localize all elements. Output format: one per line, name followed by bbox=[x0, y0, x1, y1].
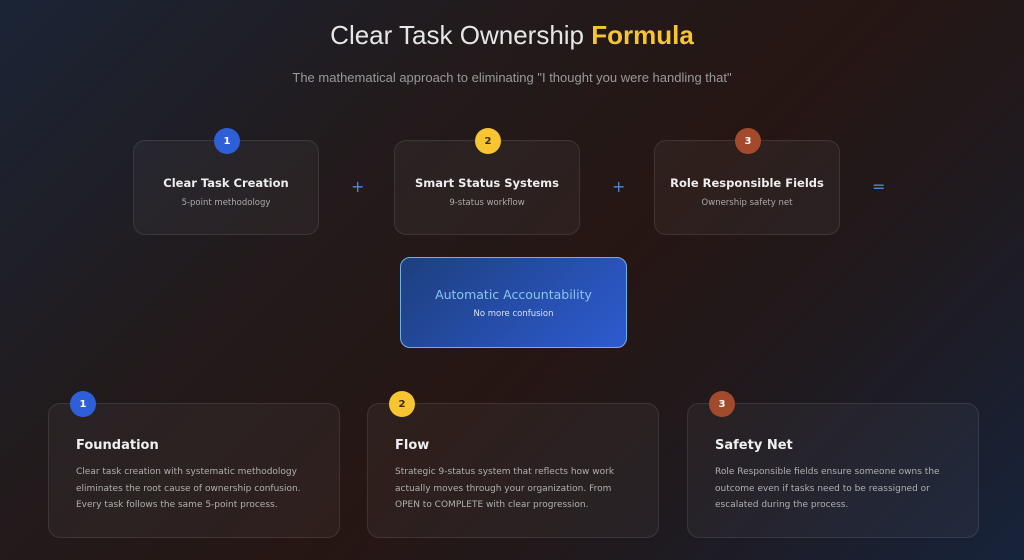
formula-card-role-fields: 3 Role Responsible Fields Ownership safe… bbox=[654, 128, 840, 235]
card-subtitle: 9-status workflow bbox=[449, 198, 525, 208]
equals-operator: = bbox=[872, 177, 886, 196]
title-text: Clear Task Ownership bbox=[330, 20, 585, 50]
detail-card-foundation: 1 Foundation Clear task creation with sy… bbox=[48, 391, 340, 538]
card-title: Smart Status Systems bbox=[414, 176, 560, 190]
page-title: Clear Task Ownership Formula bbox=[0, 20, 1024, 51]
detail-body: Role Responsible fields ensure someone o… bbox=[715, 467, 940, 510]
plus-operator: + bbox=[612, 177, 626, 196]
step-badge: 2 bbox=[389, 391, 415, 417]
detail-card-flow: 2 Flow Strategic 9-status system that re… bbox=[367, 391, 659, 538]
step-badge: 3 bbox=[735, 128, 761, 154]
plus-operator: + bbox=[351, 177, 365, 196]
card-subtitle: 5-point methodology bbox=[181, 198, 271, 208]
detail-body: Strategic 9-status system that reflects … bbox=[395, 467, 615, 510]
detail-title: Safety Net bbox=[715, 438, 793, 453]
result-title: Automatic Accountability bbox=[435, 287, 592, 302]
page-subtitle: The mathematical approach to eliminating… bbox=[292, 70, 732, 85]
detail-title: Flow bbox=[395, 438, 430, 453]
step-badge: 3 bbox=[709, 391, 735, 417]
formula-card-task-creation: 1 Clear Task Creation 5-point methodolog… bbox=[133, 128, 319, 235]
step-badge: 2 bbox=[475, 128, 501, 154]
title-highlight: Formula bbox=[591, 20, 694, 50]
detail-card-safety-net: 3 Safety Net Role Responsible fields ens… bbox=[687, 391, 979, 538]
result-card: Automatic Accountability No more confusi… bbox=[400, 257, 627, 348]
formula-card-status-systems: 2 Smart Status Systems 9-status workflow bbox=[394, 128, 580, 235]
result-subtitle: No more confusion bbox=[473, 309, 554, 319]
card-title: Clear Task Creation bbox=[163, 176, 289, 190]
detail-body: Clear task creation with systematic meth… bbox=[76, 467, 301, 510]
card-subtitle: Ownership safety net bbox=[701, 198, 793, 208]
detail-title: Foundation bbox=[76, 438, 159, 453]
card-title: Role Responsible Fields bbox=[670, 176, 824, 190]
step-badge: 1 bbox=[70, 391, 96, 417]
step-badge: 1 bbox=[214, 128, 240, 154]
